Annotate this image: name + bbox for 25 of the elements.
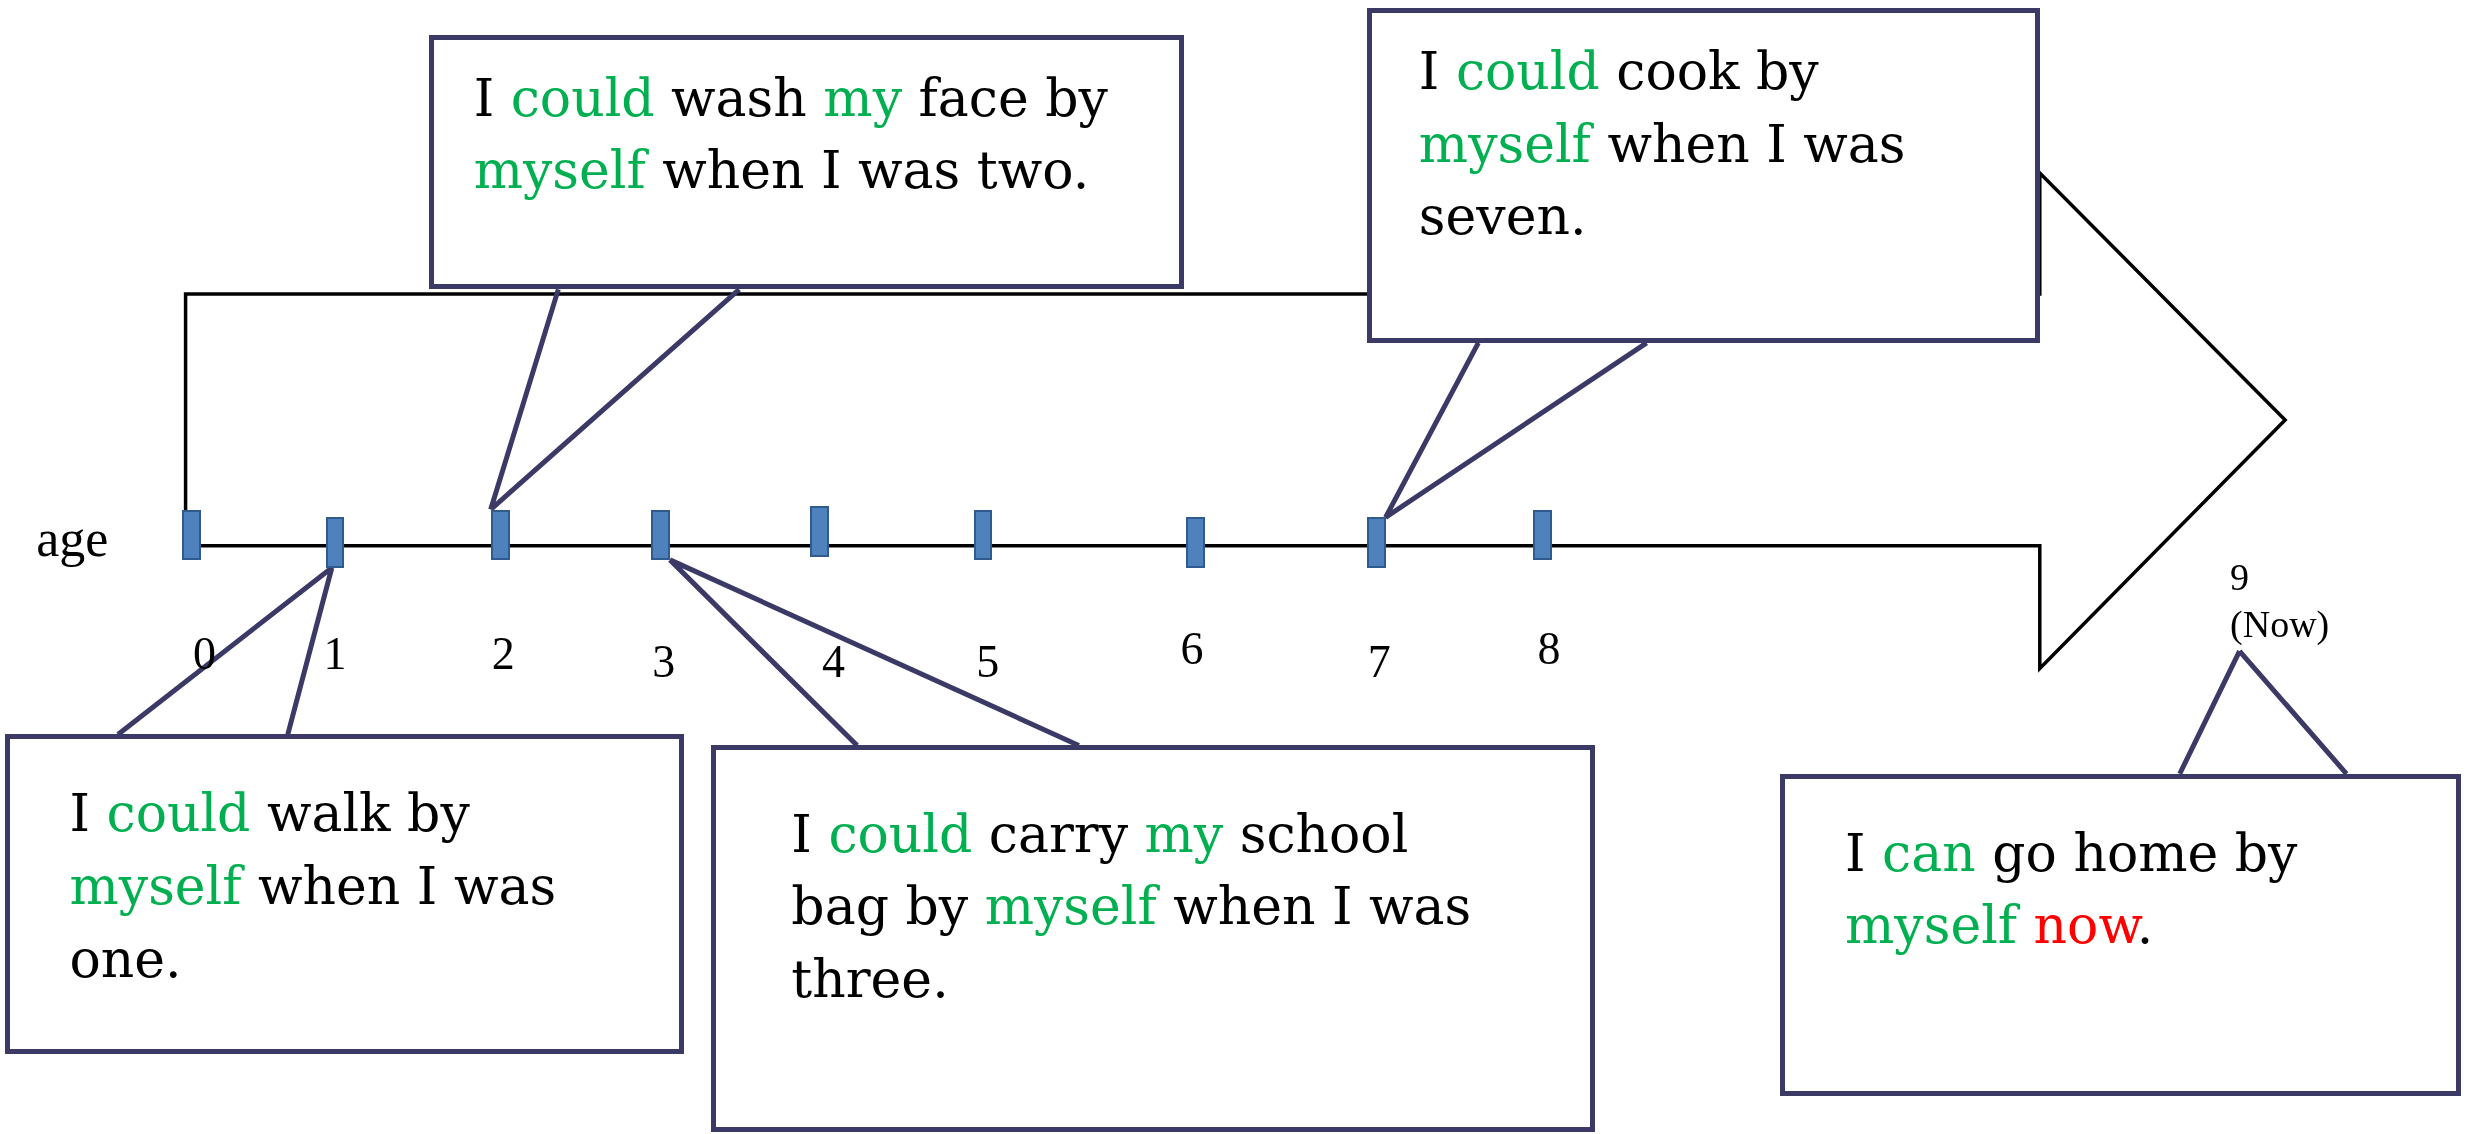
age-number: 2: [491, 626, 515, 680]
tick-mark: [490, 509, 510, 560]
tick-mark: [1533, 509, 1553, 560]
speech-bubble: I could wash my face by myself when I was two.: [429, 34, 1185, 290]
speech-bubble: I could cook by myself when I was seven.: [1366, 7, 2040, 343]
age-number: 4: [822, 634, 845, 688]
tick-mark: [651, 509, 670, 560]
age-number: 0: [192, 626, 216, 680]
tick-mark: [1185, 517, 1205, 568]
speech-bubble: I could walk by myself when I was one.: [4, 734, 685, 1054]
axis-label: age: [36, 508, 109, 568]
age-number: 5: [976, 634, 1000, 688]
age-number: 7: [1367, 634, 1391, 688]
tick-mark: [973, 509, 993, 560]
age-number: 3: [652, 634, 676, 688]
age-number: 6: [1180, 621, 1204, 675]
tick-mark: [809, 506, 829, 557]
age-label: 9 (Now): [2230, 553, 2344, 652]
tick-mark: [1366, 517, 1386, 568]
tick-mark: [182, 509, 202, 560]
speech-bubble: I could carry my school bag by myself when I was three.: [710, 745, 1595, 1133]
tick-mark: [325, 517, 345, 568]
age-number: 8: [1537, 621, 1561, 675]
speech-bubble: I can go home by myself now.: [1780, 773, 2462, 1097]
age-number: 1: [323, 626, 347, 680]
